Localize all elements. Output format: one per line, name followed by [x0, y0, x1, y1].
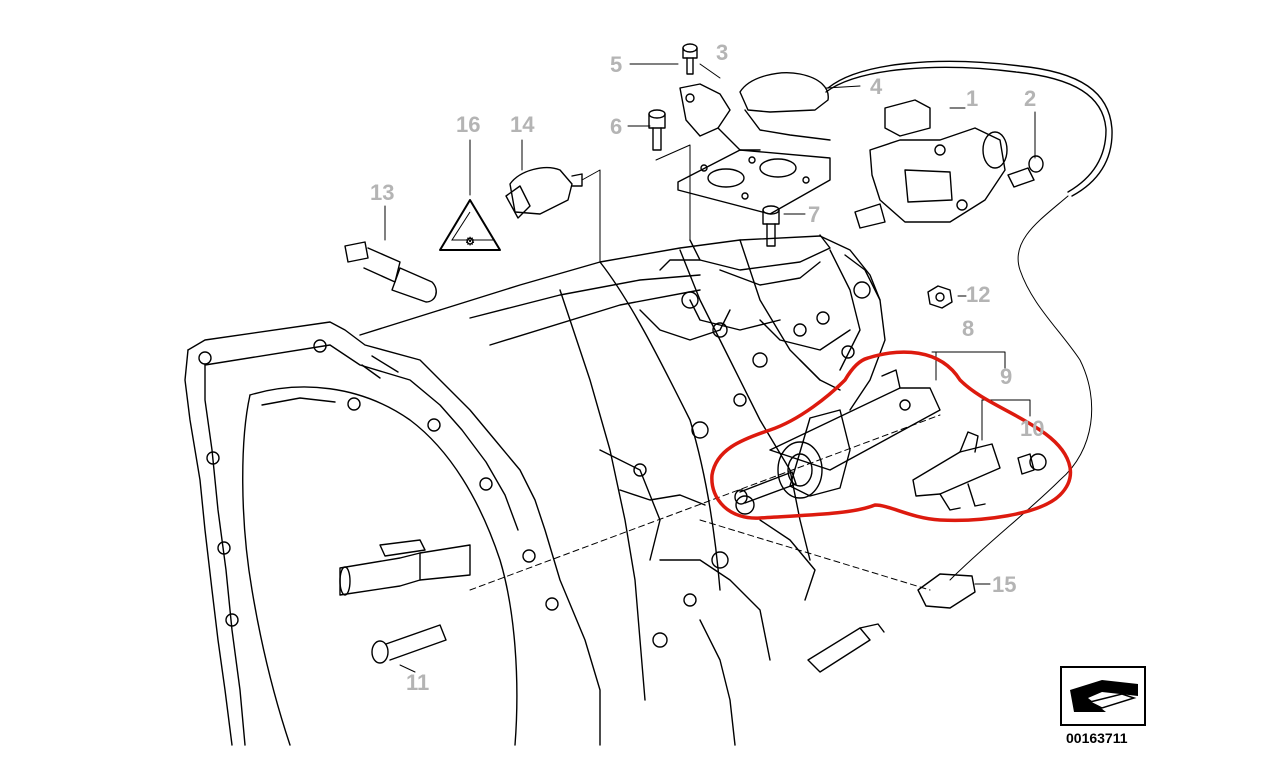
callout-12: 12 [966, 282, 991, 307]
callout-13: 13 [370, 180, 395, 205]
part-12-nut [927, 285, 953, 309]
highlight-outline [710, 350, 1072, 523]
callout-15: 15 [992, 572, 1017, 597]
part-3-cover [679, 83, 761, 151]
part-14-switch [505, 166, 583, 219]
callout-7: 7 [808, 202, 821, 227]
callout-11: 11 [406, 670, 430, 695]
callout-4: 4 [870, 74, 883, 99]
part-4-switch [739, 60, 1113, 197]
part-8-slave-cylinder [734, 369, 941, 505]
gearbox-body [359, 234, 886, 746]
centerline [469, 414, 941, 591]
callout-16: 16 [456, 112, 481, 137]
part-15-clip [807, 573, 976, 673]
callout-1: 1 [966, 86, 979, 111]
wire-harness [949, 195, 1093, 581]
bolt-7 [762, 205, 780, 247]
callout-5: 5 [610, 52, 623, 77]
navigation-box[interactable] [1060, 666, 1146, 726]
callout-10: 10 [1020, 416, 1045, 441]
part-10-screw [1017, 453, 1047, 475]
callout-3: 3 [716, 40, 729, 65]
arrow-icon [1070, 680, 1138, 712]
part-13-sensor [344, 241, 437, 303]
part-9-bracket [912, 431, 1001, 511]
part-2-bolt [1007, 155, 1044, 188]
callout-9: 9 [1000, 364, 1013, 389]
part-1-actuator [854, 99, 1008, 229]
svg-text:⚙: ⚙ [465, 236, 475, 248]
callout-14: 14 [510, 112, 535, 137]
leader-lines [384, 63, 1036, 673]
callout-2: 2 [1024, 86, 1037, 111]
callout-6: 6 [610, 114, 623, 139]
document-number: 00163711 [1066, 730, 1128, 746]
bell-housing [184, 321, 601, 746]
input-shaft [339, 539, 471, 596]
callout-8: 8 [962, 316, 975, 341]
warning-triangle-icon: ⚙ [439, 199, 501, 251]
part-11-bolt [371, 624, 447, 664]
bolt-5 [682, 43, 698, 75]
bolt-6 [648, 109, 666, 151]
